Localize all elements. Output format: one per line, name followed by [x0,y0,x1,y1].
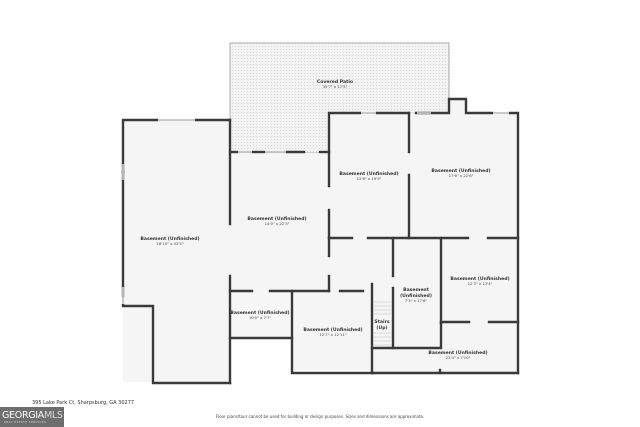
room-dims-basement-mid-right: 12'3" x 13'4" [468,281,493,286]
disclaimer-text: Floor plans/tour cannot be used for buil… [215,414,425,419]
stairs [373,301,392,346]
logo-brand: GEORGIAMLS [2,410,63,421]
room-labels: Covered Patio 35'7" x 17'5" Basement (Un… [140,79,509,360]
logo-subtitle: REAL ESTATE SERVICES [4,421,47,424]
logo-brand-georgia: GEORGIA [2,410,45,421]
room-label-basement-left: Basement (Unfinished) [140,236,199,242]
room-dims-basement-lower-mid: 12'7" x 12'11" [319,332,346,337]
windows [122,112,509,303]
room-dims-basement-left: 16'10" x 42'5" [156,241,183,246]
room-dims-basement-bottom-right: 23'4" x 7'10" [446,355,471,360]
room-label-basement-upper-mid: Basement (Unfinished) [339,171,398,177]
room-label-stairs-2: (Up) [376,325,387,331]
room-label-basement-lower-mid: Basement (Unfinished) [303,327,362,333]
room-label-basement-bottom-right: Basement (Unfinished) [428,350,487,356]
room-label-basement-narrow-1: Basement [403,287,430,293]
room-label-basement-small-left: Basement (Unfinished) [230,310,289,316]
room-label-basement-mid-right: Basement (Unfinished) [450,276,509,282]
room-label-stairs-1: Stairs [374,319,389,325]
room-dims-basement-upper-right: 17'6" x 22'6" [449,173,474,178]
floor-fills [123,99,518,382]
room-label-basement-upper-right: Basement (Unfinished) [431,168,490,174]
property-address: 395 Lake Park Ct, Sharpsburg, GA 30277 [32,400,135,406]
logo-brand-mls: MLS [44,410,63,421]
room-dims-covered-patio: 35'7" x 17'5" [323,84,348,89]
room-label-basement-center: Basement (Unfinished) [247,216,306,222]
room-label-basement-narrow-2: (Unfinished) [400,293,432,299]
room-dims-basement-narrow: 7'3" x 17'6" [405,298,428,303]
room-dims-basement-center: 14'0" x 22'3" [265,221,290,226]
walls [121,97,520,385]
room-dims-basement-small-left: 10'0" x 7'7" [249,315,272,320]
room-label-covered-patio: Covered Patio [317,79,353,85]
georgia-mls-logo: GEORGIAMLS REAL ESTATE SERVICES [0,407,64,427]
room-dims-basement-upper-mid: 12'6" x 19'9" [357,176,382,181]
